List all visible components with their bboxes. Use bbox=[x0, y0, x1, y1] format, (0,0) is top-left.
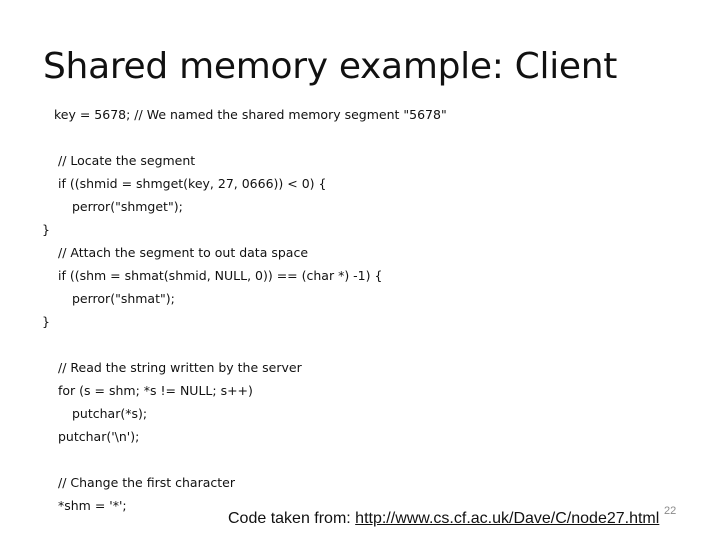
slide-number: 22 bbox=[664, 505, 677, 517]
code-line-putchar-s: putchar(*s); bbox=[72, 406, 148, 421]
code-line-comment-read: // Read the string written by the server bbox=[58, 360, 302, 375]
code-line-key: key = 5678; // We named the shared memor… bbox=[54, 107, 447, 122]
code-line-perror-shmget: perror("shmget"); bbox=[72, 199, 183, 214]
code-line-close-brace-1: } bbox=[42, 222, 50, 237]
source-link[interactable]: http://www.cs.cf.ac.uk/Dave/C/node27.htm… bbox=[355, 510, 660, 527]
code-line-shmget-if: if ((shmid = shmget(key, 27, 0666)) < 0)… bbox=[58, 176, 327, 191]
code-line-for-loop: for (s = shm; *s != NULL; s++) bbox=[58, 383, 253, 398]
code-line-close-brace-2: } bbox=[42, 314, 50, 329]
slide-title: Shared memory example: Client bbox=[43, 46, 618, 87]
code-line-shmat-if: if ((shm = shmat(shmid, NULL, 0)) == (ch… bbox=[58, 268, 383, 283]
code-line-assign-star: *shm = '*'; bbox=[58, 498, 127, 513]
code-line-comment-attach: // Attach the segment to out data space bbox=[58, 245, 309, 260]
code-line-perror-shmat: perror("shmat"); bbox=[72, 291, 175, 306]
code-line-comment-locate: // Locate the segment bbox=[58, 153, 196, 168]
code-line-putchar-newline: putchar('\n'); bbox=[58, 429, 140, 444]
code-line-comment-change: // Change the first character bbox=[58, 475, 235, 490]
source-credit: Code taken from: http://www.cs.cf.ac.uk/… bbox=[228, 509, 659, 529]
credit-prefix: Code taken from: bbox=[228, 510, 356, 527]
